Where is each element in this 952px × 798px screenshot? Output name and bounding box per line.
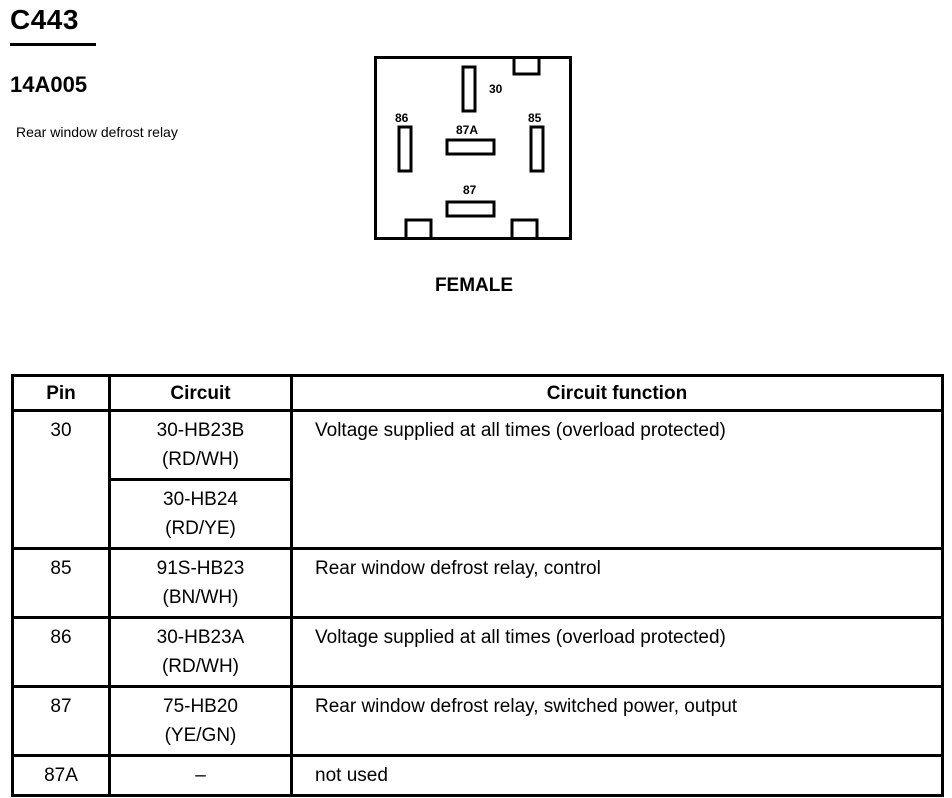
table-row: 87 75-HB20 (YE/GN) Rear window defrost r…	[11, 685, 944, 757]
function-cell: Voltage supplied at all times (overload …	[290, 616, 944, 688]
terminal-slot-87a	[445, 138, 496, 156]
pin-label-86: 86	[395, 111, 409, 125]
pin-cell: 30	[11, 409, 111, 550]
connector-face-svg	[374, 56, 572, 240]
pin-label-30: 30	[489, 82, 503, 96]
function-cell: Rear window defrost relay, switched powe…	[290, 685, 944, 757]
circuit-code: 91S-HB23	[156, 558, 245, 579]
column-header-circuit: Circuit	[108, 374, 293, 412]
pin-cell: 87A	[11, 754, 111, 797]
table-row: 30-HB24 (RD/YE)	[13, 478, 943, 550]
circuit-cell: 30-HB23B (RD/WH)	[108, 409, 293, 481]
table-row: 87A – not used	[11, 754, 944, 797]
circuit-code: 30-HB23A	[156, 627, 245, 648]
connector-id: C443	[10, 4, 79, 35]
pin-cell: 87	[11, 685, 111, 757]
pin-label-87: 87	[463, 183, 477, 197]
column-header-circuit-function: Circuit function	[290, 374, 944, 412]
bottom-left-key	[404, 218, 433, 239]
wire-color: (YE/GN)	[164, 725, 237, 746]
circuit-cell: 75-HB20 (YE/GN)	[108, 685, 293, 757]
circuit-cell: –	[108, 754, 293, 797]
table-row: 86 30-HB23A (RD/WH) Voltage supplied at …	[11, 616, 944, 688]
column-header-pin: Pin	[11, 374, 111, 412]
table-row: 85 91S-HB23 (BN/WH) Rear window defrost …	[11, 547, 944, 619]
connector-gender-label: FEMALE	[434, 275, 514, 296]
circuit-code: –	[195, 765, 206, 786]
terminal-slot-86	[397, 125, 413, 173]
wire-color: (RD/WH)	[161, 656, 240, 677]
pin-cell: 86	[11, 616, 111, 688]
circuit-cell: 30-HB24 (RD/YE)	[108, 478, 293, 550]
terminal-slot-30	[461, 65, 477, 113]
pin-table: Pin Circuit Circuit function 30 30-HB23B…	[11, 374, 944, 797]
terminal-slot-87	[445, 200, 496, 218]
connector-id-underline	[10, 43, 96, 46]
function-cell: not used	[290, 754, 944, 797]
circuit-code: 30-HB24	[163, 489, 238, 510]
wire-color: (RD/WH)	[161, 449, 240, 470]
circuit-code: 30-HB23B	[156, 420, 245, 441]
part-number: 14A005	[10, 72, 88, 97]
terminal-slot-85	[529, 125, 545, 173]
connector-face-diagram: 30 86 87A 85 87	[374, 56, 572, 242]
bottom-right-key	[510, 218, 539, 239]
pin-cell: 85	[11, 547, 111, 619]
circuit-code: 75-HB20	[163, 696, 238, 717]
table-header-row: Pin Circuit Circuit function	[11, 374, 944, 412]
function-cell: Rear window defrost relay, control	[290, 547, 944, 619]
wire-color: (BN/WH)	[162, 587, 239, 608]
circuit-cell: 91S-HB23 (BN/WH)	[108, 547, 293, 619]
function-cell: Voltage supplied at all times (overload …	[290, 409, 944, 550]
pin-label-87a: 87A	[456, 123, 479, 137]
connector-description: Rear window defrost relay	[16, 124, 178, 140]
circuit-cell: 30-HB23A (RD/WH)	[108, 616, 293, 688]
pin-label-85: 85	[528, 111, 542, 125]
wire-color: (RD/YE)	[165, 518, 236, 539]
table-row: 30 30-HB23B (RD/WH) Voltage supplied at …	[11, 409, 944, 550]
top-right-key	[512, 57, 541, 76]
